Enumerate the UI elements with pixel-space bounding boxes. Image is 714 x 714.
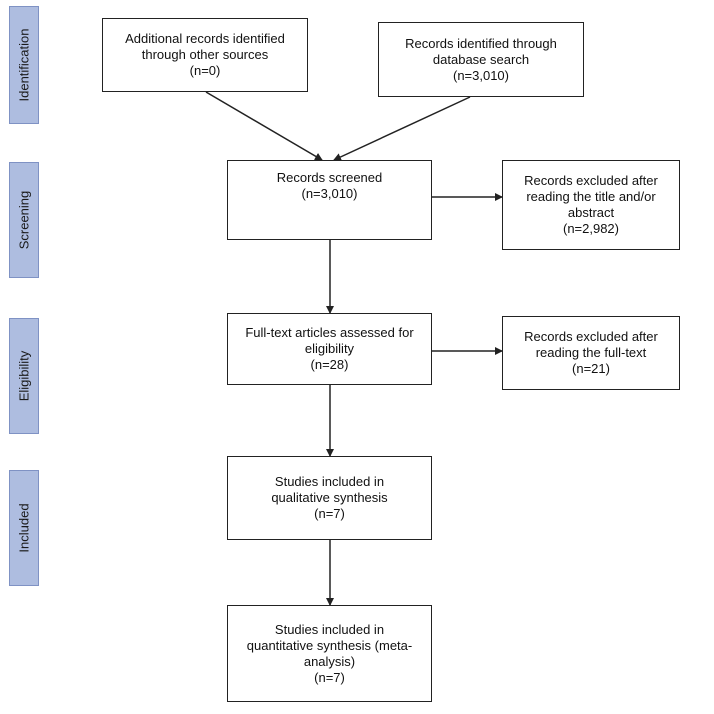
- excluded-title-abstract-count: (n=2,982): [562, 221, 619, 236]
- qualitative-synthesis-box: Studies included in qualitative synthesi…: [227, 456, 432, 540]
- quantitative-count: (n=7): [314, 669, 345, 685]
- fulltext-assessed-box: Full-text articles assessed for eligibil…: [227, 313, 432, 385]
- qualitative-line1: Studies included in: [274, 474, 385, 489]
- excluded-title-abstract-line1: Records excluded after: [524, 173, 658, 188]
- database-records-line1: Records identified through: [405, 35, 557, 51]
- database-records-box: Records identified through database sear…: [378, 22, 584, 97]
- additional-records-box: Additional records identified through ot…: [102, 18, 308, 92]
- additional-records-line2: through other sources: [141, 47, 269, 62]
- excluded-fulltext-box: Records excluded after reading the full-…: [502, 316, 680, 390]
- fulltext-assessed-count: (n=28): [310, 357, 349, 372]
- excluded-title-abstract-box: Records excluded after reading the title…: [502, 160, 680, 250]
- database-records-line2: database search: [432, 51, 530, 67]
- arrow-additional-to-screened: [205, 91, 323, 161]
- fulltext-assessed-line2: eligibility: [304, 341, 355, 356]
- records-screened-count: (n=3,010): [301, 186, 358, 201]
- excluded-fulltext-line1: Records excluded after: [524, 329, 658, 344]
- phase-eligibility: Eligibility: [9, 318, 39, 434]
- additional-records-count: (n=0): [189, 63, 221, 78]
- qualitative-line2: qualitative synthesis: [271, 490, 388, 505]
- qualitative-count: (n=7): [314, 506, 345, 521]
- records-screened-line1: Records screened: [276, 170, 383, 185]
- excluded-title-abstract-line3: abstract: [567, 205, 615, 220]
- fulltext-assessed-line1: Full-text articles assessed for: [245, 325, 414, 340]
- phase-included: Included: [9, 470, 39, 586]
- quantitative-line1: Studies included in: [274, 621, 385, 637]
- quantitative-line3: analysis): [303, 653, 356, 669]
- quantitative-synthesis-box: Studies included in quantitative synthes…: [227, 605, 432, 702]
- excluded-fulltext-count: (n=21): [572, 361, 610, 376]
- database-records-count: (n=3,010): [452, 67, 509, 83]
- arrow-database-to-screened: [333, 96, 471, 161]
- additional-records-line1: Additional records identified: [125, 31, 285, 46]
- excluded-fulltext-line2: reading the full-text: [535, 345, 647, 360]
- phase-identification: Identification: [9, 6, 39, 124]
- phase-screening: Screening: [9, 162, 39, 278]
- quantitative-line2: quantitative synthesis (meta-: [246, 637, 413, 653]
- records-screened-box: Records screened (n=3,010): [227, 160, 432, 240]
- excluded-title-abstract-line2: reading the title and/or: [526, 189, 656, 204]
